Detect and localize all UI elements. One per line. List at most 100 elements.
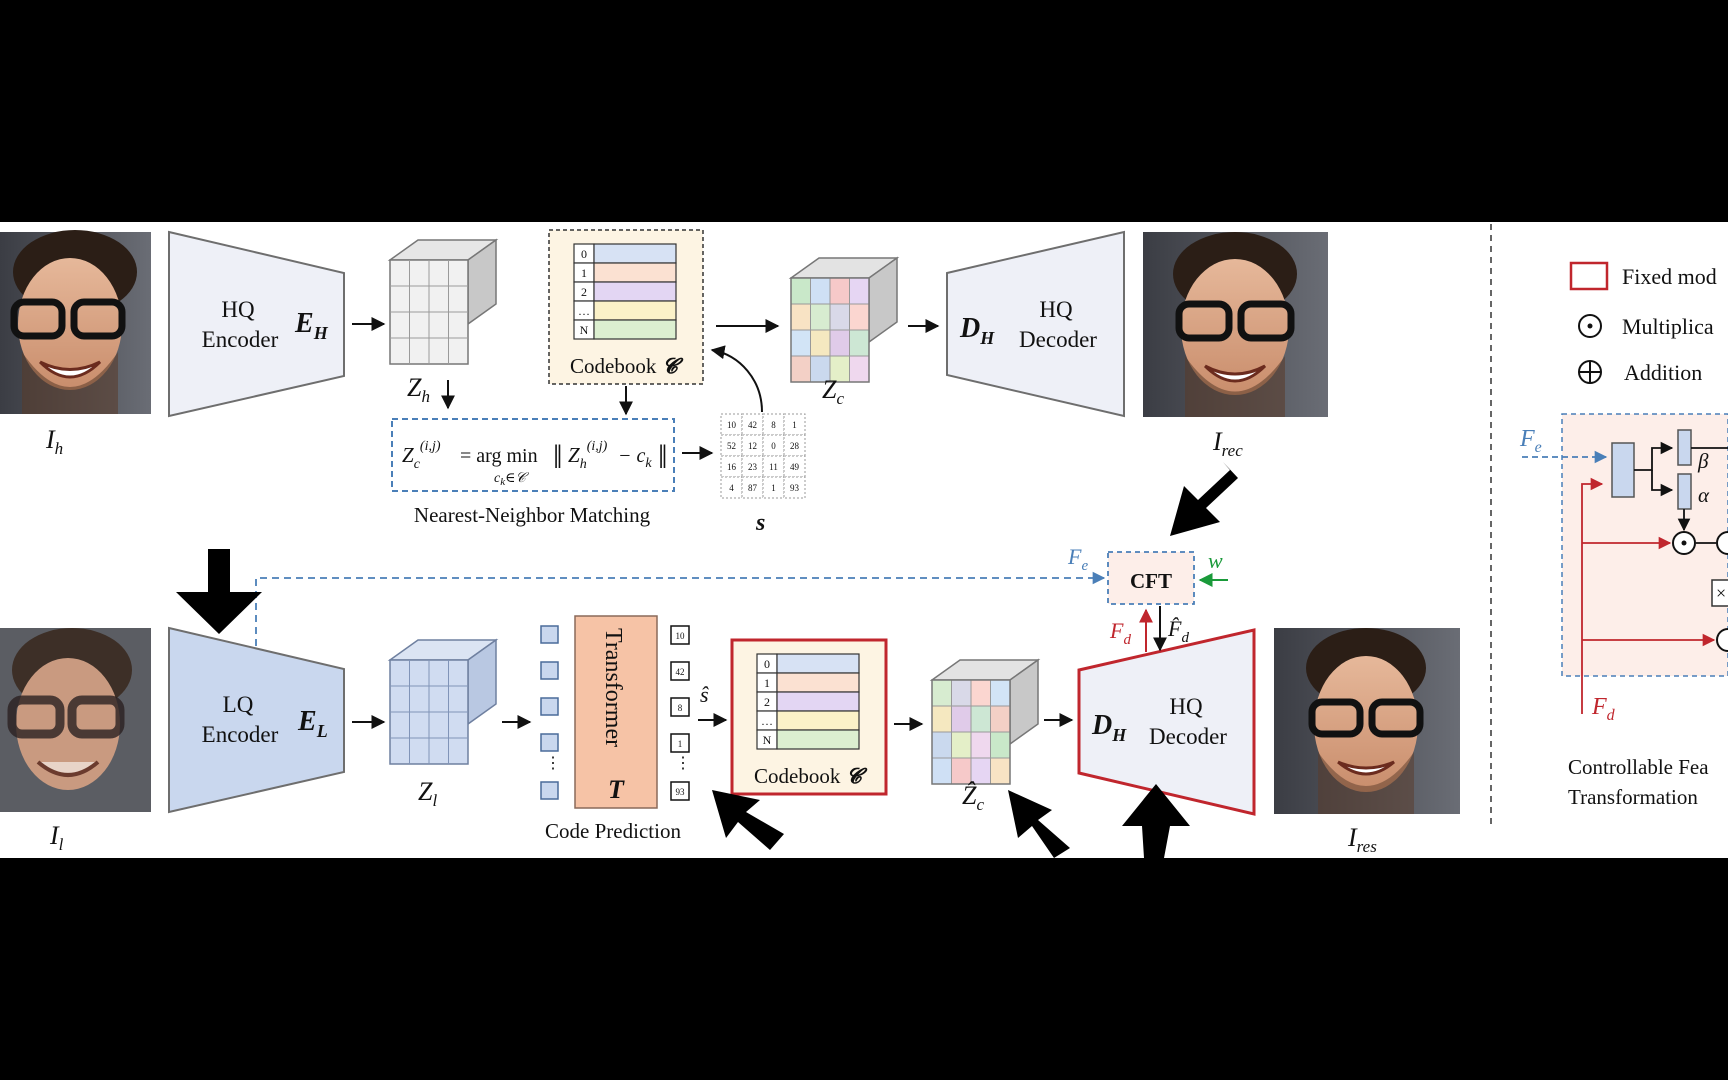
zc-hat-cube <box>929 658 1041 785</box>
lq-encoder-symbol: EL <box>297 706 328 741</box>
zl-cube <box>387 638 499 765</box>
cft-block: CFT <box>1107 551 1195 605</box>
codebook-entry <box>593 300 677 321</box>
codebook-entry <box>776 691 860 712</box>
cft-fdhat-label: F̂d <box>1167 616 1189 646</box>
output-token <box>670 697 690 717</box>
s-matrix-cell <box>783 476 806 499</box>
codebook-entry <box>776 672 860 693</box>
output-token <box>670 661 690 681</box>
output-token <box>670 625 690 645</box>
codebook-entry <box>593 281 677 302</box>
s-matrix-value: 0 <box>771 441 776 451</box>
label-zh: Zh <box>407 373 430 406</box>
codebook-index: N <box>763 733 772 747</box>
s-matrix-value: 12 <box>748 441 757 451</box>
nn-formula-left: Zc(i,j) <box>402 439 441 472</box>
output-token-value: 93 <box>676 787 686 797</box>
s-matrix-cell <box>741 476 764 499</box>
nn-matching: Zc(i,j) = arg min ck∈𝒞 ‖ Zh(i,j) − ck ‖ … <box>391 418 675 527</box>
codebook-entry <box>593 319 677 340</box>
zh-cube <box>387 238 499 365</box>
hq-encoder-line2: Encoder <box>202 327 279 352</box>
side-alpha-block <box>1677 473 1692 510</box>
s-matrix-value: 4 <box>729 483 734 493</box>
pointer-arrow-irec <box>1170 462 1238 536</box>
pointer-arrow-zc-hat <box>1008 790 1070 858</box>
output-token-value: 10 <box>676 631 686 641</box>
output-token-ellipsis: ⋮ <box>675 755 691 772</box>
s-matrix-value: 23 <box>748 462 758 472</box>
side-conv-block <box>1611 442 1635 498</box>
side-fd-label: Fd <box>1591 694 1616 724</box>
label-s-hat: ŝ <box>700 682 709 707</box>
codebook-entry <box>776 710 860 731</box>
codebook-index: 2 <box>581 285 587 299</box>
svg-text:⋮: ⋮ <box>545 755 561 772</box>
output-token <box>670 733 690 753</box>
legend-fixed-text: Fixed mod <box>1622 264 1717 289</box>
hq-encoder-symbol: EH <box>294 308 329 343</box>
label-ires: Ires <box>1347 823 1377 856</box>
pointer-arrow-lq-encoder <box>176 549 262 634</box>
zc-cube <box>788 256 900 383</box>
legend-mult-text: Multiplica <box>1622 314 1714 339</box>
codebook-entry <box>593 243 677 264</box>
codebook-index: 0 <box>581 247 587 261</box>
nn-formula-under: ck∈𝒞 <box>494 471 529 488</box>
dec-top-line2: Decoder <box>1019 327 1097 352</box>
s-matrix-value: 8 <box>771 420 776 430</box>
s-matrix-value: 52 <box>727 441 736 451</box>
output-token-value: 1 <box>678 739 683 749</box>
cft-detail: Fe β α × Fd <box>1519 413 1728 724</box>
nn-norm-right: ‖ <box>658 439 668 476</box>
codebook-entry <box>776 729 860 750</box>
codebook-index: 2 <box>764 695 770 709</box>
input-tokens: ⋮ <box>540 625 561 800</box>
output-token <box>670 781 690 801</box>
lq-encoder-line1: LQ <box>223 692 254 717</box>
s-matrix-value: 11 <box>769 462 778 472</box>
nn-formula-main: = arg min <box>460 445 538 467</box>
face-photo-ih <box>0 230 151 414</box>
side-beta-block <box>1677 429 1692 466</box>
face-photo-il <box>0 628 151 812</box>
face-photo-irec <box>1143 232 1328 417</box>
side-fe-label: Fe <box>1519 426 1542 456</box>
codebook-index: 0 <box>764 657 770 671</box>
lq-encoder-line2: Encoder <box>202 722 279 747</box>
dec-bot-symbol: DH <box>1091 710 1127 745</box>
output-tokens: 10 42 8 1 ⋮ 93 <box>670 625 691 801</box>
pointer-arrows <box>176 462 1238 858</box>
output-token-value: 42 <box>676 667 685 677</box>
label-zc-hat: Ẑc <box>962 781 984 814</box>
s-matrix-value: 10 <box>727 420 737 430</box>
label-il: Il <box>49 821 64 854</box>
hq-decoder-top: DH HQ Decoder <box>946 230 1125 418</box>
cft-label: CFT <box>1130 569 1172 593</box>
codebook-index: 1 <box>581 266 587 280</box>
output-token-value: 8 <box>678 703 683 713</box>
label-irec: Irec <box>1212 427 1243 460</box>
side-beta: β <box>1697 449 1709 473</box>
dec-bot-line1: HQ <box>1169 694 1203 719</box>
s-matrix-value: 49 <box>790 462 800 472</box>
pointer-arrow-transformer <box>712 790 784 850</box>
dec-bot-line2: Decoder <box>1149 724 1227 749</box>
transformer-label: Transformer <box>600 628 626 747</box>
dec-top-line1: HQ <box>1039 297 1073 322</box>
side-caption-1: Controllable Fea <box>1568 755 1709 779</box>
legend-add-text: Addition <box>1624 360 1702 385</box>
cft-w-label: w <box>1208 548 1223 573</box>
s-matrix-value: 28 <box>790 441 800 451</box>
nn-formula-right: − ck <box>618 445 652 471</box>
side-caption-2: Transformation <box>1568 785 1698 809</box>
lq-encoder: LQ Encoder EL <box>168 626 345 814</box>
face-photo-ires <box>1274 628 1460 814</box>
dec-top-symbol: DH <box>959 313 995 348</box>
code-prediction-caption: Code Prediction <box>545 819 681 843</box>
